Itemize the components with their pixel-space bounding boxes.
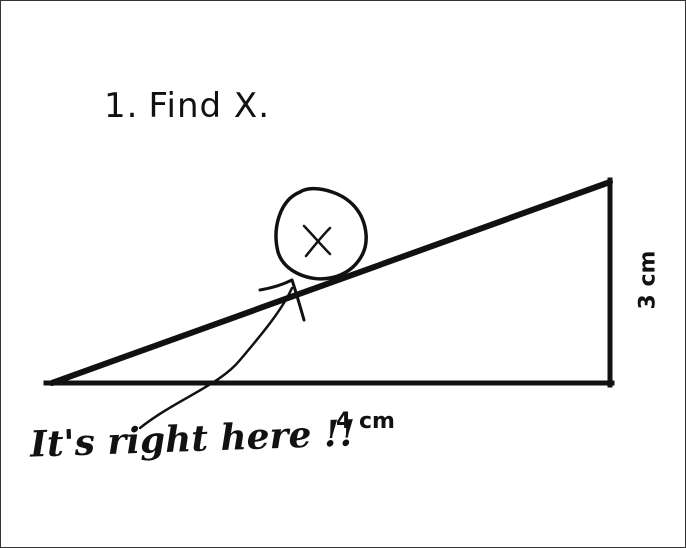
height-label: 3 cm — [635, 250, 661, 310]
triangle-hypotenuse — [49, 179, 613, 386]
circle-around-x — [274, 186, 368, 281]
problem-title: 1.Find X. — [104, 86, 270, 126]
base-label: 4 cm — [336, 409, 395, 434]
x-mark — [302, 224, 332, 258]
problem-prompt: Find X. — [148, 86, 271, 126]
problem-number: 1. — [104, 86, 139, 126]
pointer-arrow-head — [258, 278, 306, 322]
pointer-arrow-line — [138, 286, 294, 430]
